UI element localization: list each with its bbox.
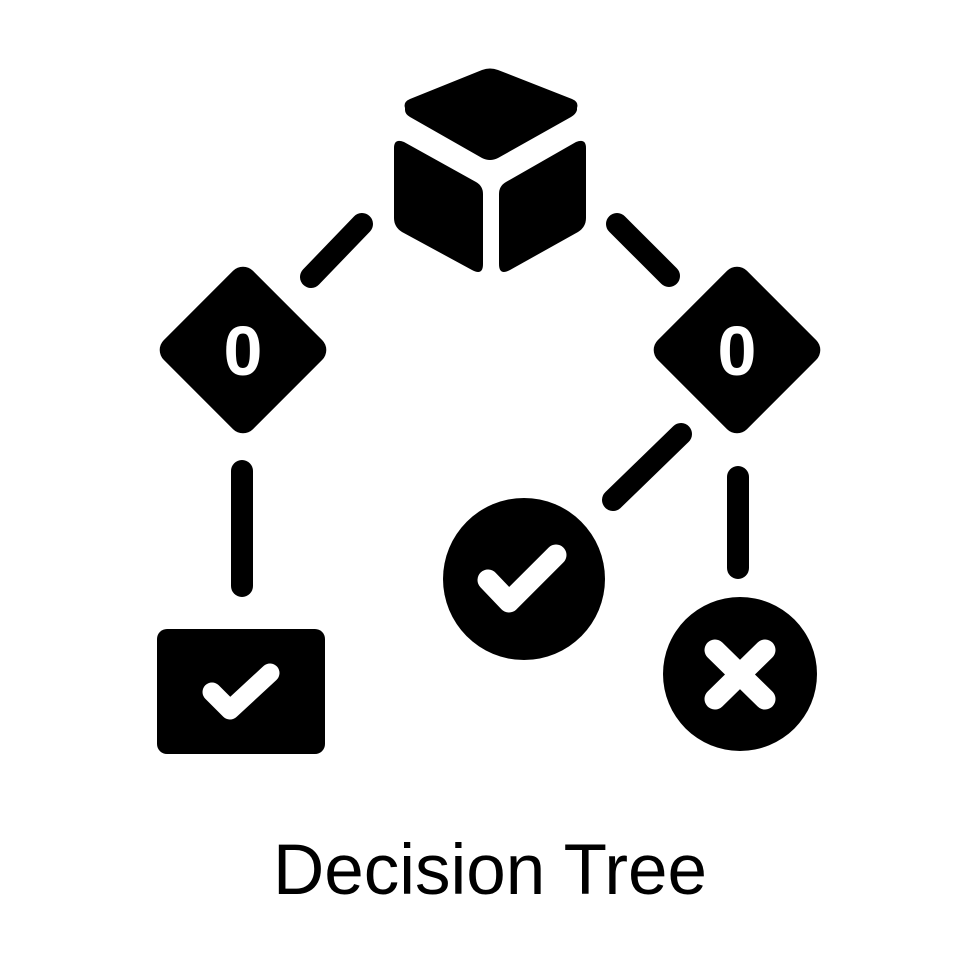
connector-root-left bbox=[300, 213, 373, 288]
diamond-node-icon bbox=[653, 266, 821, 434]
left-decision-node: 0 bbox=[159, 266, 327, 434]
connector-right-middle bbox=[602, 423, 692, 511]
right-leaf-node bbox=[663, 597, 817, 751]
right-decision-label: 0 bbox=[718, 312, 757, 390]
cube-icon bbox=[394, 68, 586, 272]
checkmark-icon bbox=[202, 663, 280, 720]
right-decision-node: 0 bbox=[653, 266, 821, 434]
close-icon bbox=[704, 639, 776, 710]
connector-lines bbox=[231, 213, 749, 597]
diamond-node-icon bbox=[159, 266, 327, 434]
connector-root-right bbox=[606, 213, 680, 287]
left-decision-label: 0 bbox=[224, 312, 263, 390]
middle-leaf-node bbox=[443, 498, 605, 660]
checkmark-icon bbox=[477, 544, 567, 613]
icon-caption: Decision Tree bbox=[272, 831, 708, 910]
left-leaf-node bbox=[157, 629, 325, 754]
